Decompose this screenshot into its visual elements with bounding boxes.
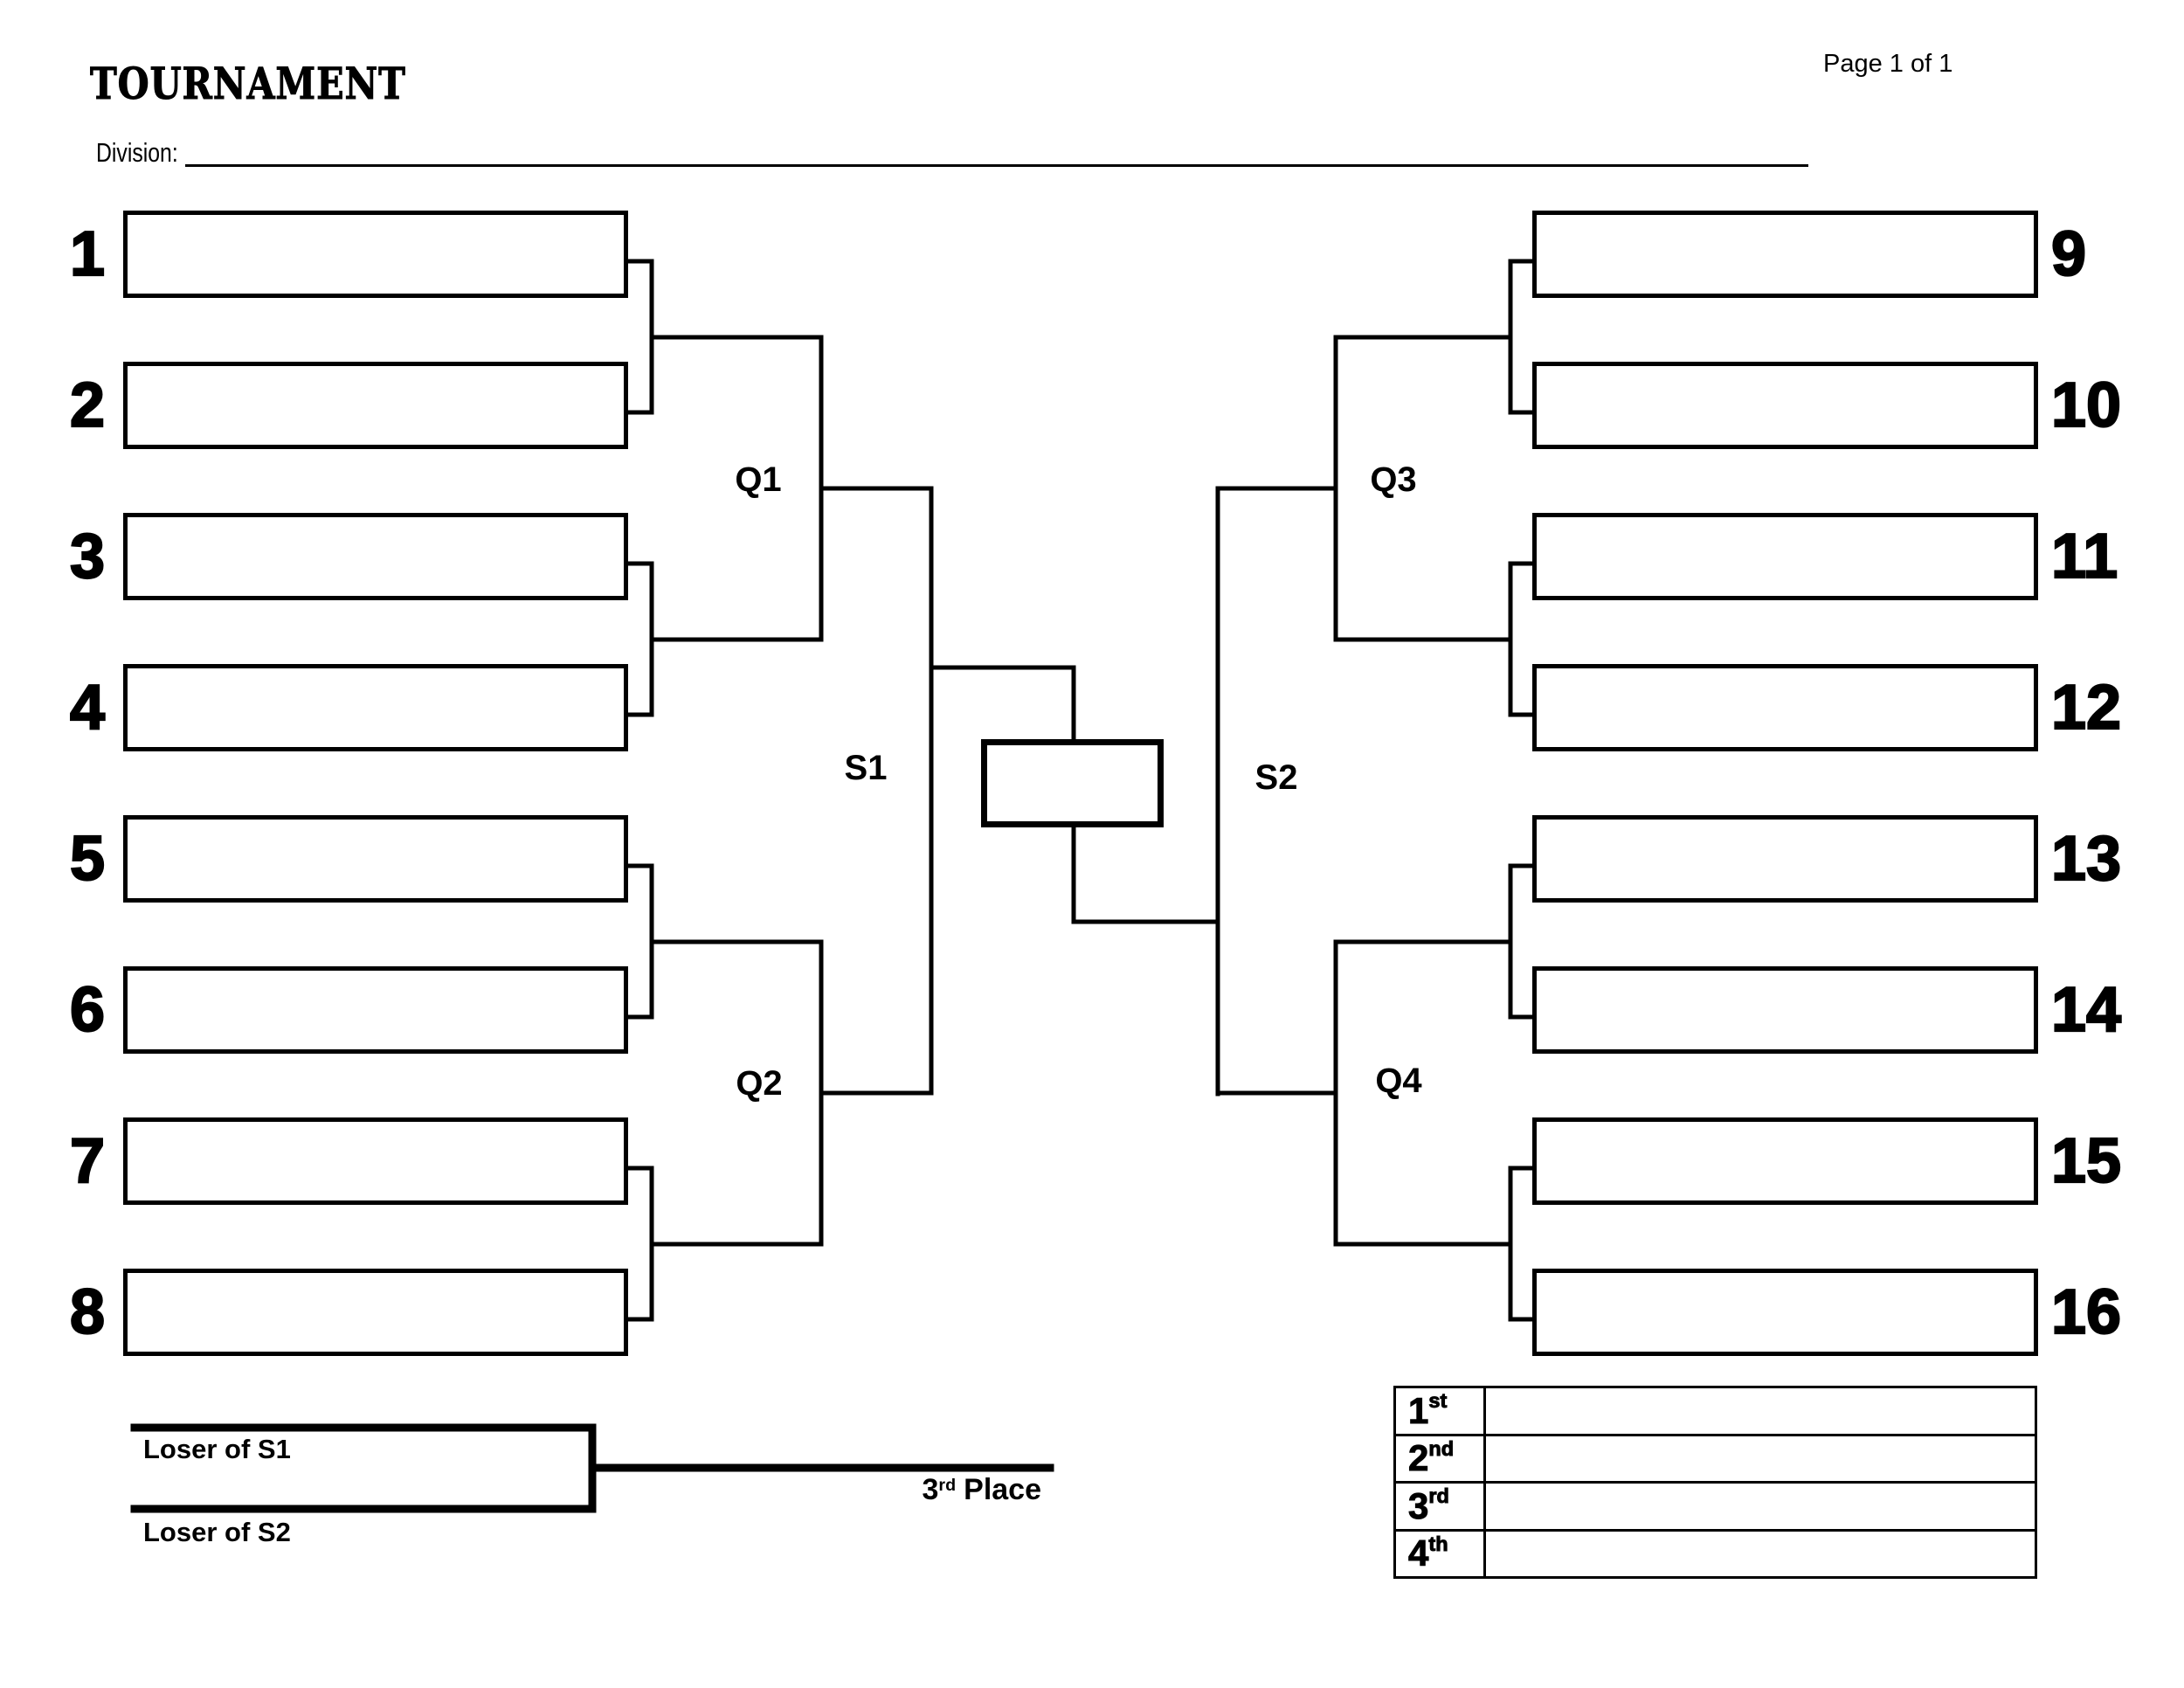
seed-box-9[interactable] bbox=[1532, 211, 2038, 298]
page-title: TOURNAMENT bbox=[90, 59, 406, 110]
seed-number-10: 10 bbox=[2050, 370, 2122, 441]
seed-box-5[interactable] bbox=[123, 815, 628, 903]
seed-box-3[interactable] bbox=[123, 513, 628, 600]
division-label: Division: bbox=[96, 137, 178, 168]
loser-of-s2-label: Loser of S2 bbox=[143, 1517, 291, 1547]
seed-number-9: 9 bbox=[2050, 218, 2087, 290]
seed-box-14[interactable] bbox=[1532, 966, 2038, 1054]
seed-number-7: 7 bbox=[69, 1125, 106, 1197]
third-place-bracket-lines bbox=[130, 1423, 1054, 1513]
seed-box-8[interactable] bbox=[123, 1269, 628, 1356]
seed-number-2: 2 bbox=[69, 370, 106, 441]
seed-number-12: 12 bbox=[2050, 672, 2122, 744]
label-quarterfinal-2: Q2 bbox=[736, 1064, 783, 1103]
seed-number-13: 13 bbox=[2050, 823, 2122, 895]
placings-rank-number: 2 bbox=[1407, 1437, 1429, 1479]
left-pair-connectors bbox=[625, 259, 824, 1322]
placings-rank-ordinal: nd bbox=[1428, 1436, 1455, 1460]
placings-value-4th[interactable] bbox=[1486, 1532, 2035, 1577]
seed-box-12[interactable] bbox=[1532, 664, 2038, 751]
seed-number-15: 15 bbox=[2050, 1125, 2122, 1197]
placings-rank-number: 1 bbox=[1407, 1389, 1429, 1431]
third-place-ordinal: rd bbox=[938, 1476, 957, 1496]
label-semifinal-2: S2 bbox=[1254, 758, 1298, 797]
seed-number-14: 14 bbox=[2050, 974, 2122, 1046]
seed-box-4[interactable] bbox=[123, 664, 628, 751]
seed-box-13[interactable] bbox=[1532, 815, 2038, 903]
placings-rank-ordinal: th bbox=[1428, 1532, 1448, 1555]
division-input-line[interactable] bbox=[185, 164, 1808, 167]
label-quarterfinal-3: Q3 bbox=[1370, 460, 1417, 499]
seed-number-4: 4 bbox=[69, 672, 106, 744]
seed-box-6[interactable] bbox=[123, 966, 628, 1054]
seed-box-7[interactable] bbox=[123, 1117, 628, 1205]
third-place-number: 3 bbox=[922, 1473, 939, 1506]
third-place-label: 3rd Place bbox=[830, 1473, 1042, 1507]
seed-number-3: 3 bbox=[69, 521, 106, 592]
seed-box-15[interactable] bbox=[1532, 1117, 2038, 1205]
seed-box-1[interactable] bbox=[123, 211, 628, 298]
placings-value-2nd[interactable] bbox=[1486, 1436, 2035, 1482]
seed-number-5: 5 bbox=[69, 823, 106, 895]
placings-value-3rd[interactable] bbox=[1486, 1484, 2035, 1529]
left-quarter-semi-connectors bbox=[819, 335, 934, 1247]
placings-rank-number: 4 bbox=[1407, 1532, 1429, 1574]
seed-number-1: 1 bbox=[69, 218, 106, 290]
seed-box-11[interactable] bbox=[1532, 513, 2038, 600]
right-quarter-semi-connectors bbox=[1215, 335, 1338, 1247]
seed-number-6: 6 bbox=[69, 974, 106, 1046]
seed-number-8: 8 bbox=[69, 1276, 106, 1348]
third-place-word: Place bbox=[964, 1473, 1041, 1506]
placings-rank-ordinal: rd bbox=[1428, 1484, 1450, 1508]
seed-box-16[interactable] bbox=[1532, 1269, 2038, 1356]
label-quarterfinal-4: Q4 bbox=[1375, 1062, 1422, 1100]
right-pair-connectors bbox=[1333, 259, 1535, 1322]
final-box[interactable] bbox=[981, 739, 1164, 827]
placings-rank-ordinal: st bbox=[1428, 1389, 1448, 1413]
placings-value-1st[interactable] bbox=[1486, 1388, 2035, 1434]
final-feed-connectors bbox=[929, 665, 1220, 924]
label-quarterfinal-1: Q1 bbox=[735, 460, 782, 499]
label-semifinal-1: S1 bbox=[844, 749, 888, 787]
seed-box-10[interactable] bbox=[1532, 362, 2038, 449]
placings-rank-number: 3 bbox=[1407, 1484, 1429, 1526]
loser-of-s1-label: Loser of S1 bbox=[143, 1434, 291, 1464]
seed-box-2[interactable] bbox=[123, 362, 628, 449]
seed-number-16: 16 bbox=[2050, 1276, 2122, 1348]
seed-number-11: 11 bbox=[2050, 521, 2118, 592]
page-number: Page 1 of 1 bbox=[1823, 50, 1953, 78]
